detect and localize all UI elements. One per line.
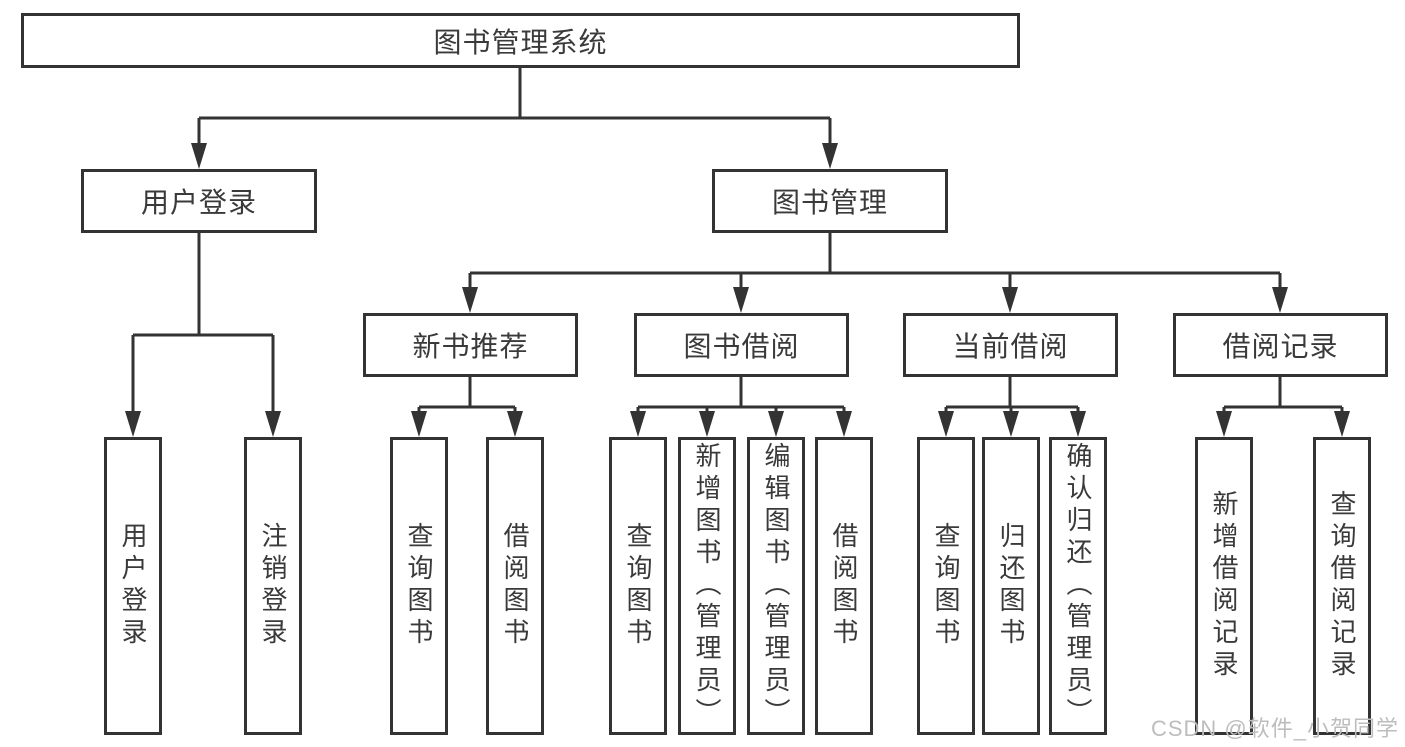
csdn-watermark: CSDN @软件_小贺同学 xyxy=(1150,716,1399,741)
leaf-current-confirm-return-admin-label: 确认归还（管理员） xyxy=(1063,442,1093,730)
leaf-borrow-borrow-books-label: 借阅图书 xyxy=(829,522,859,650)
leaf-user-login-label: 用户登录 xyxy=(118,522,148,650)
node-user-login: 用户登录 xyxy=(81,169,317,233)
node-book-borrow: 图书借阅 xyxy=(634,313,849,377)
leaf-borrow-query-books-label: 查询图书 xyxy=(623,522,653,650)
node-new-book-recommend-label: 新书推荐 xyxy=(412,331,529,362)
leaf-recommend-borrow-books-label: 借阅图书 xyxy=(500,522,530,650)
leaf-current-return-books-label: 归还图书 xyxy=(996,522,1026,650)
leaf-recommend-borrow-books: 借阅图书 xyxy=(486,437,544,735)
node-book-management-label: 图书管理 xyxy=(771,187,888,218)
leaf-records-add-record: 新增借阅记录 xyxy=(1195,437,1253,735)
node-borrow-records-label: 借阅记录 xyxy=(1222,331,1339,362)
node-book-borrow-label: 图书借阅 xyxy=(683,331,800,362)
leaf-logout: 注销登录 xyxy=(244,437,302,735)
node-user-login-label: 用户登录 xyxy=(140,187,257,218)
leaf-borrow-edit-books-admin: 编辑图书（管理员） xyxy=(747,437,805,735)
node-book-management: 图书管理 xyxy=(712,169,948,233)
leaf-logout-label: 注销登录 xyxy=(258,522,288,650)
leaf-borrow-add-books-admin: 新增图书（管理员） xyxy=(678,437,736,735)
leaf-current-query-books: 查询图书 xyxy=(917,437,975,735)
leaf-current-confirm-return-admin: 确认归还（管理员） xyxy=(1049,437,1107,735)
leaf-current-return-books: 归还图书 xyxy=(982,437,1040,735)
leaf-records-query-record-label: 查询借阅记录 xyxy=(1327,490,1357,682)
leaf-recommend-query-books-label: 查询图书 xyxy=(404,522,434,650)
leaf-recommend-query-books: 查询图书 xyxy=(390,437,448,735)
leaf-records-query-record: 查询借阅记录 xyxy=(1313,437,1371,735)
leaf-user-login: 用户登录 xyxy=(104,437,162,735)
node-current-borrow: 当前借阅 xyxy=(903,313,1118,377)
leaf-borrow-edit-books-admin-label: 编辑图书（管理员） xyxy=(761,442,791,730)
leaf-borrow-borrow-books: 借阅图书 xyxy=(815,437,873,735)
node-root: 图书管理系统 xyxy=(21,13,1020,68)
node-root-label: 图书管理系统 xyxy=(433,26,608,58)
node-current-borrow-label: 当前借阅 xyxy=(952,331,1069,362)
leaf-records-add-record-label: 新增借阅记录 xyxy=(1209,490,1239,682)
leaf-borrow-query-books: 查询图书 xyxy=(609,437,667,735)
leaf-current-query-books-label: 查询图书 xyxy=(931,522,961,650)
leaf-borrow-add-books-admin-label: 新增图书（管理员） xyxy=(692,442,722,730)
node-new-book-recommend: 新书推荐 xyxy=(363,313,578,377)
node-borrow-records: 借阅记录 xyxy=(1173,313,1388,377)
